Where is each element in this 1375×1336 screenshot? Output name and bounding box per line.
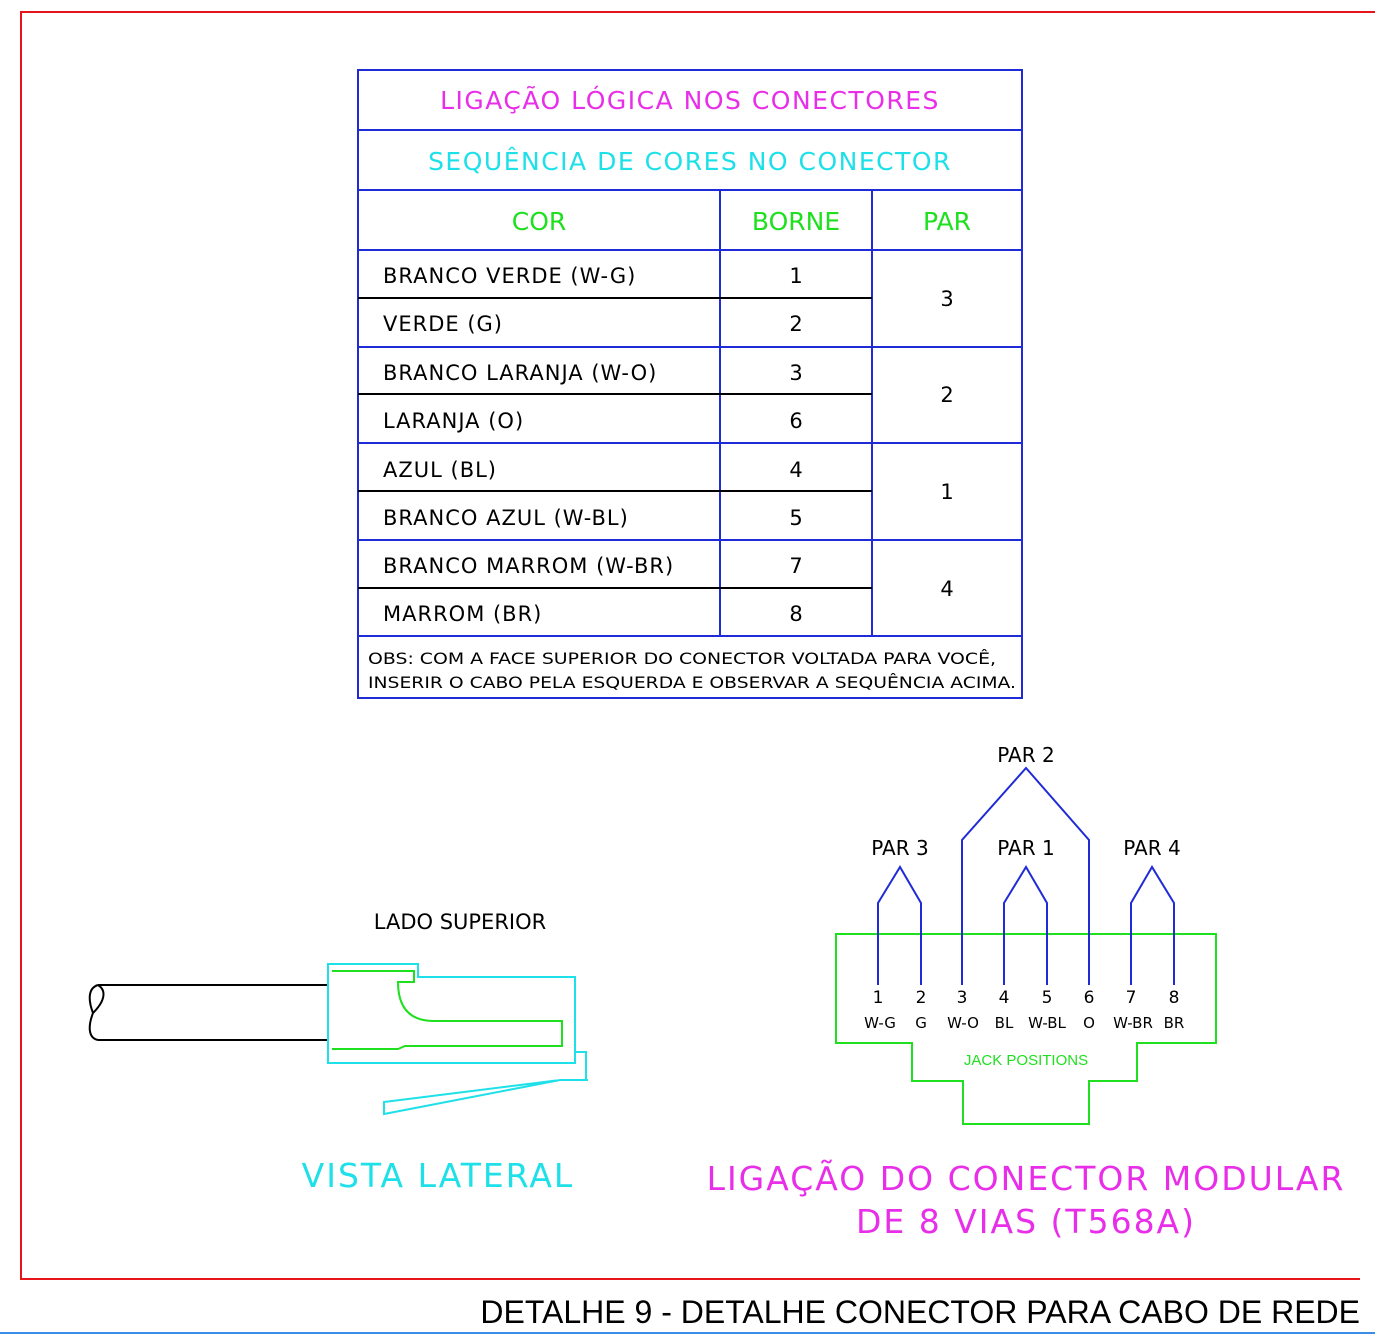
row-borne: 2 — [789, 312, 802, 336]
pin-color-code: BR — [1164, 1014, 1185, 1032]
table-obs: INSERIR O CABO PELA ESQUERDA E OBSERVAR … — [368, 673, 1016, 692]
table-row-dividers — [358, 297, 1022, 589]
pair-label: PAR 4 — [1123, 836, 1180, 860]
row-cor: BRANCO MARROM (W-BR) — [383, 554, 674, 578]
side-view-top-label: LADO SUPERIOR — [374, 910, 546, 934]
pair-wires — [877, 766, 1175, 985]
jack-caption: DE 8 VIAS (T568A) — [856, 1202, 1196, 1241]
pin-color-code: W-BL — [1028, 1014, 1066, 1032]
row-cor: MARROM (BR) — [383, 602, 542, 626]
pair-label: PAR 1 — [997, 836, 1054, 860]
pin-color-code: W-G — [864, 1014, 896, 1032]
pin-number: 7 — [1126, 988, 1137, 1008]
rj45-plug-side-view — [327, 963, 588, 1116]
row-par: 4 — [940, 577, 953, 601]
row-borne: 8 — [789, 602, 802, 626]
wiring-table — [357, 69, 1023, 699]
row-cor: BRANCO LARANJA (W-O) — [383, 361, 657, 385]
table-obs: OBS: COM A FACE SUPERIOR DO CONECTOR VOL… — [368, 649, 996, 668]
row-borne: 3 — [789, 361, 802, 385]
pin-color-code: BL — [995, 1014, 1014, 1032]
table-title: LIGAÇÃO LÓGICA NOS CONECTORES — [440, 85, 940, 115]
sheet-title: DETALHE 9 - DETALHE CONECTOR PARA CABO D… — [480, 1294, 1360, 1330]
pin-number: 3 — [957, 988, 968, 1008]
pair-label: PAR 3 — [871, 836, 928, 860]
jack-positions-label: JACK POSITIONS — [964, 1052, 1088, 1069]
row-par: 1 — [940, 480, 953, 504]
drawing-frame — [20, 11, 1375, 1280]
pin-color-code: W-BR — [1113, 1014, 1153, 1032]
pin-number: 5 — [1042, 988, 1053, 1008]
pin-color-code: O — [1083, 1014, 1095, 1032]
row-borne: 1 — [789, 264, 802, 288]
row-par: 3 — [940, 287, 953, 311]
header-borne: BORNE — [752, 207, 840, 236]
row-borne: 7 — [789, 554, 802, 578]
row-cor: LARANJA (O) — [383, 409, 524, 433]
row-borne: 6 — [789, 409, 802, 433]
jack-outline — [835, 933, 1217, 1125]
row-cor: BRANCO AZUL (W-BL) — [383, 506, 629, 530]
cable — [88, 984, 328, 1041]
side-view-caption: VISTA LATERAL — [302, 1156, 575, 1195]
header-cor: COR — [512, 207, 567, 236]
pin-number: 8 — [1169, 988, 1180, 1008]
header-par: PAR — [923, 207, 971, 236]
pin-color-code: G — [915, 1014, 927, 1032]
row-borne: 4 — [789, 458, 802, 482]
pin-number: 4 — [999, 988, 1010, 1008]
pin-number: 6 — [1084, 988, 1095, 1008]
row-par: 2 — [940, 383, 953, 407]
pin-number: 2 — [916, 988, 927, 1008]
jack-caption: LIGAÇÃO DO CONECTOR MODULAR — [707, 1159, 1346, 1198]
pin-number: 1 — [873, 988, 884, 1008]
table-subtitle: SEQUÊNCIA DE CORES NO CONECTOR — [428, 147, 952, 176]
row-borne: 5 — [789, 506, 802, 530]
row-cor: BRANCO VERDE (W-G) — [383, 264, 636, 288]
pair-label: PAR 2 — [997, 743, 1054, 767]
pin-color-code: W-O — [947, 1014, 979, 1032]
row-cor: VERDE (G) — [383, 312, 503, 336]
row-cor: AZUL (BL) — [383, 458, 497, 482]
